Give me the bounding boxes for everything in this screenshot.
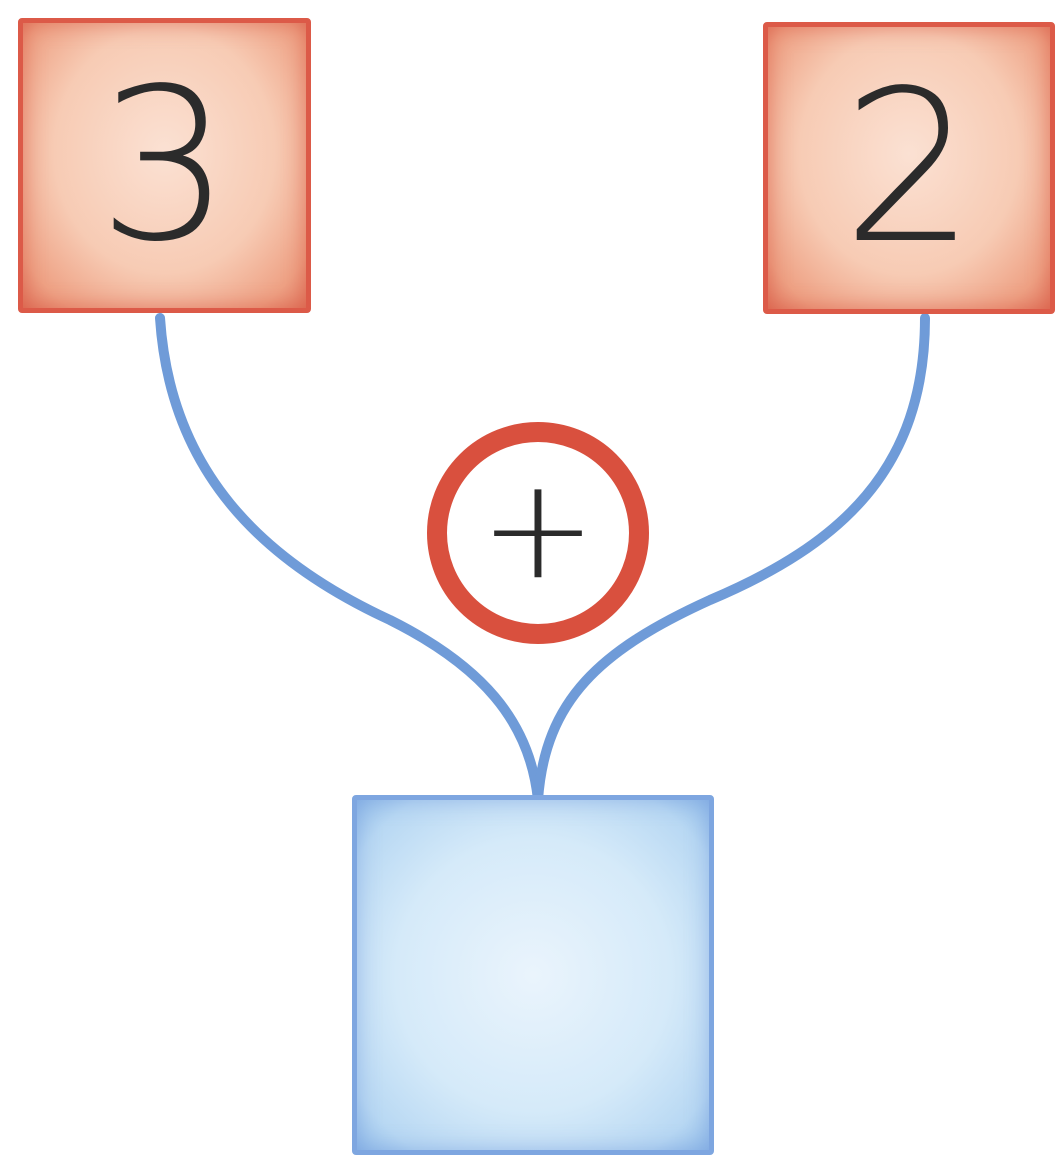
result-box[interactable] bbox=[352, 795, 714, 1155]
addend-box-left: 3 bbox=[18, 18, 311, 313]
addend-box-right: 2 bbox=[763, 22, 1055, 314]
operator-circle: + bbox=[427, 422, 649, 644]
addend-left-value: 3 bbox=[97, 42, 232, 288]
addend-right-value: 2 bbox=[842, 45, 976, 290]
left-connector bbox=[155, 313, 543, 805]
plus-icon: + bbox=[479, 448, 597, 612]
right-connector bbox=[533, 313, 930, 805]
